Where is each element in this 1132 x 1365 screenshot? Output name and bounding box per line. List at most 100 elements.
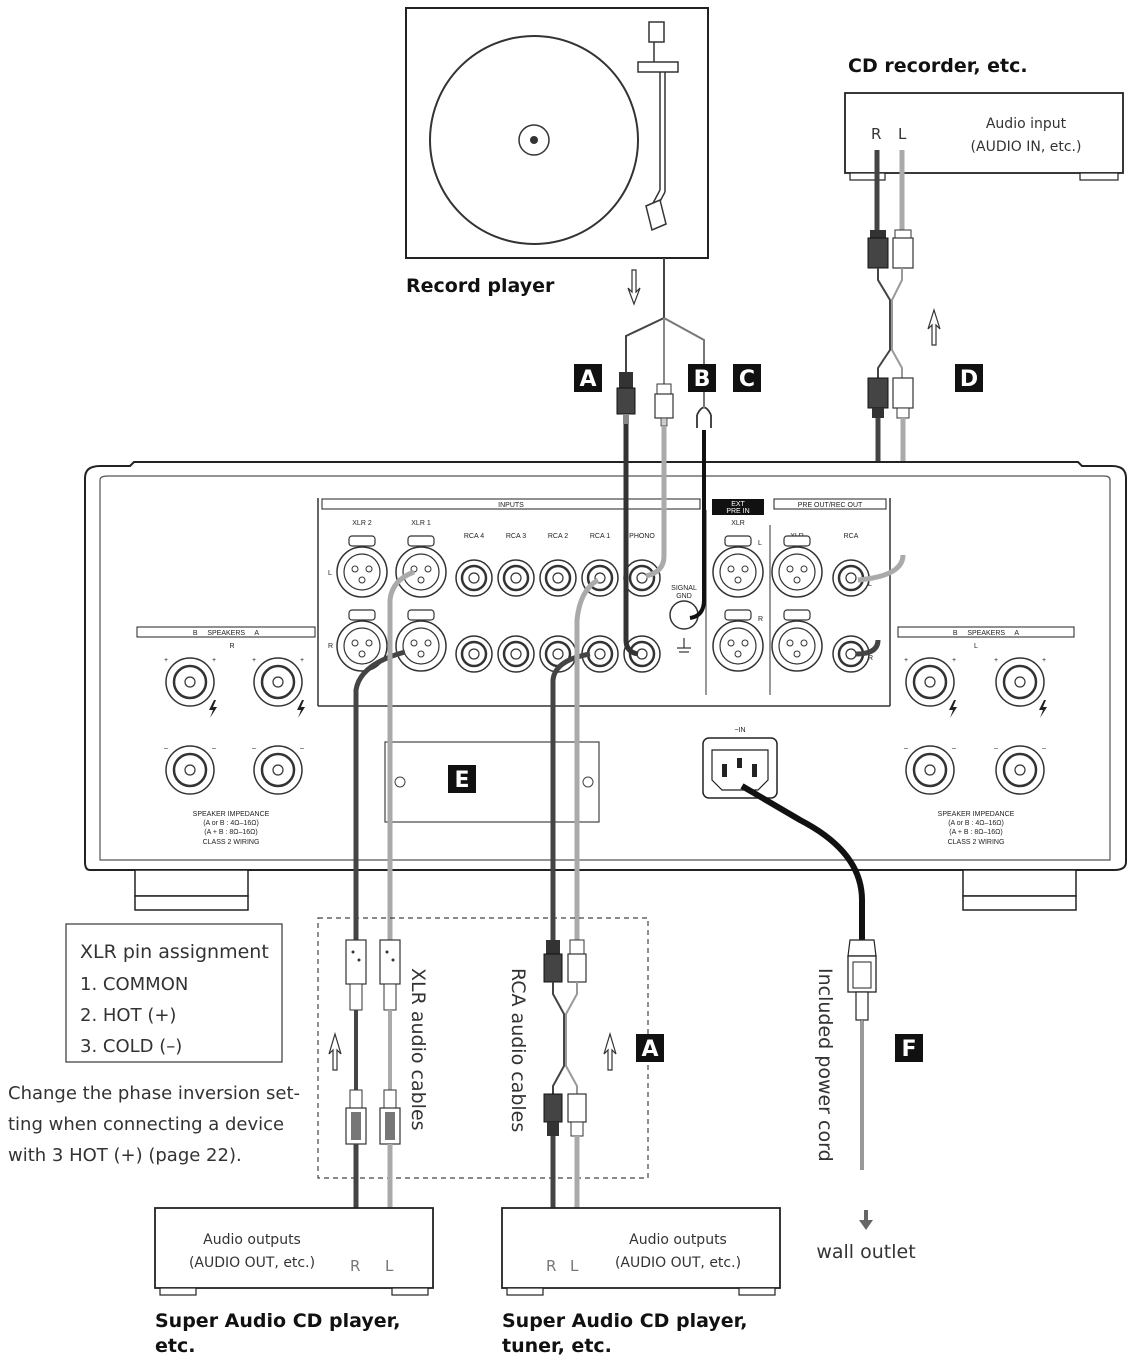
speaker-terminal[interactable]: ++ [994, 657, 1047, 718]
sacd-right-outputs: Audio outputs [629, 1232, 727, 1248]
xlr-pin-item: 2. HOT (+) [80, 1005, 176, 1026]
rca1-label: RCA 1 [590, 533, 610, 540]
plus-sign: + [952, 657, 956, 664]
speakers-left-r: R [229, 643, 234, 650]
rca-jack[interactable] [455, 635, 493, 673]
xlr-cables [345, 939, 401, 1215]
rca-jack[interactable] [539, 559, 577, 597]
hazard-bolt-icon [1039, 700, 1047, 718]
ext-r-label: R [758, 616, 763, 623]
xlr-jack[interactable] [712, 535, 764, 598]
xlr-jack[interactable] [336, 535, 388, 598]
speaker-terminal[interactable]: –– [164, 745, 216, 795]
sacd-left-outputs-2: (AUDIO OUT, etc.) [189, 1255, 315, 1271]
xlr-jack[interactable] [395, 609, 447, 672]
xlr1-label: XLR 1 [411, 520, 431, 527]
speaker-terminal[interactable]: –– [904, 745, 956, 795]
badge-e: E [448, 765, 476, 793]
ac-in-label: ~IN [734, 727, 745, 734]
xlr-jack[interactable] [771, 535, 823, 598]
plus-sign: + [1042, 657, 1046, 664]
speaker-terminal[interactable]: –– [994, 745, 1046, 795]
phono-label: PHONO [629, 533, 655, 540]
wall-outlet-label: wall outlet [816, 1241, 915, 1263]
speakers-right-l: L [974, 643, 978, 650]
rca-jack[interactable] [497, 559, 535, 597]
cd-recorder-label: CD recorder, etc. [848, 55, 1028, 77]
plus-sign: + [904, 657, 908, 664]
pre-out-header: PRE OUT/REC OUT [798, 502, 863, 509]
rca3-label: RCA 3 [506, 533, 526, 540]
preout-r-label: R [868, 655, 873, 662]
row-r-label: R [328, 643, 333, 650]
rca-jack[interactable] [832, 635, 870, 673]
svg-text:A: A [579, 367, 596, 392]
impedance-left-3: (A + B : 8Ω–16Ω) [204, 829, 257, 836]
badge-d: D [955, 364, 983, 392]
record-player-label: Record player [406, 275, 555, 297]
svg-text:D: D [960, 367, 978, 392]
cd-recorder-input-label: Audio input [986, 116, 1067, 132]
speaker-terminals: ++++––––++++–––– [164, 657, 1047, 795]
rca-jacks [455, 559, 870, 673]
minus-sign: – [994, 745, 998, 752]
plus-sign: + [164, 657, 168, 664]
xlr-pin-item: 1. COMMON [80, 974, 188, 995]
record-player [405, 7, 709, 259]
row-l-label: L [328, 570, 332, 577]
signal-arrow-up-icon [927, 308, 941, 346]
sacd-left-label-2: etc. [155, 1335, 195, 1357]
hazard-bolt-icon [949, 700, 957, 718]
xlr-pin-title: XLR pin assignment [80, 941, 269, 963]
signal-arrow-up-icon [603, 1031, 617, 1071]
rca-cables-label: RCA audio cables [507, 968, 529, 1132]
ac-inlet[interactable] [702, 737, 778, 799]
xlr-jack[interactable] [395, 535, 447, 598]
minus-sign: – [164, 745, 168, 752]
sacd-left-outputs: Audio outputs [203, 1232, 301, 1248]
ext-pre-in-label-2: PRE IN [726, 508, 749, 515]
sacd-player-right [501, 1207, 781, 1296]
plus-sign: + [212, 657, 216, 664]
phase-note-3: with 3 HOT (+) (page 22). [8, 1145, 242, 1166]
speaker-terminal[interactable]: ++ [252, 657, 305, 718]
badge-b: B [688, 364, 716, 392]
rca-jack[interactable] [455, 559, 493, 597]
cd-recorder-input-label-2: (AUDIO IN, etc.) [971, 139, 1082, 155]
preout-rca-label: RCA [844, 533, 859, 540]
minus-sign: – [252, 745, 256, 752]
ground-icon [677, 638, 691, 653]
speaker-terminal[interactable]: ++ [904, 657, 957, 718]
speaker-terminal[interactable]: ++ [164, 657, 217, 718]
ext-l-label: L [758, 540, 762, 547]
badge-f: F [895, 1034, 923, 1062]
signal-gnd-label: SIGNAL [671, 585, 697, 592]
plus-sign: + [252, 657, 256, 664]
badge-a-bottom: A [636, 1034, 664, 1062]
arrow-down-icon [859, 1210, 873, 1230]
impedance-left-1: SPEAKER IMPEDANCE [193, 811, 270, 818]
svg-text:B: B [694, 367, 711, 392]
xlr-jack[interactable] [771, 609, 823, 672]
rca2-label: RCA 2 [548, 533, 568, 540]
signal-gnd-label-2: GND [676, 593, 692, 600]
xlr-pin-box [65, 923, 283, 1063]
power-plug [847, 939, 877, 1170]
rca-jack[interactable] [623, 635, 661, 673]
sacd-left-label: Super Audio CD player, [155, 1310, 400, 1332]
preout-l-label: L [868, 581, 872, 588]
rca-jack[interactable] [497, 635, 535, 673]
minus-sign: – [300, 745, 304, 752]
xlr-jack[interactable] [712, 609, 764, 672]
rca-jack[interactable] [623, 559, 661, 597]
minus-sign: – [952, 745, 956, 752]
xlr-jack[interactable] [336, 609, 388, 672]
cd-recorder [844, 92, 1124, 181]
speakers-right-header: B SPEAKERS A [953, 630, 1019, 637]
cd-recorder-r-label: R [871, 125, 881, 143]
badge-a-top: A [574, 364, 602, 392]
speaker-terminal[interactable]: –– [252, 745, 304, 795]
sacd-player-left [154, 1207, 434, 1296]
rca-cables [543, 939, 587, 1215]
cable-group-box [317, 917, 649, 1179]
